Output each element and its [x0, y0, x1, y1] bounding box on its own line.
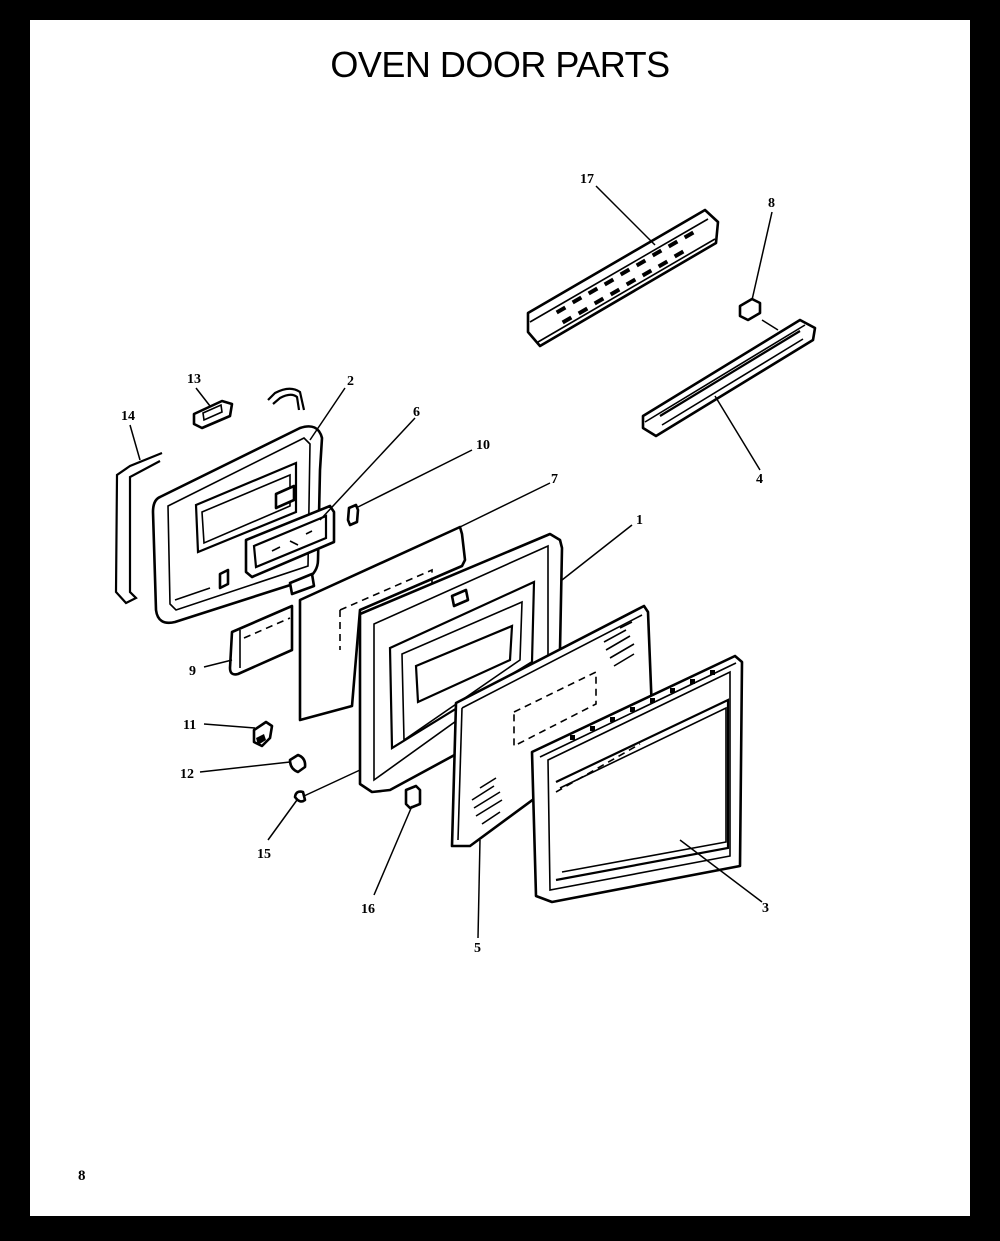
callout-8: 8: [768, 196, 775, 211]
callout-11: 11: [183, 718, 196, 733]
callout-12: 12: [180, 767, 194, 782]
callout-5: 5: [474, 941, 481, 956]
part-4-vent-channel: [641, 318, 817, 438]
page-title: OVEN DOOR PARTS: [330, 44, 670, 85]
callout-15: 15: [257, 847, 271, 862]
hook-part: [267, 387, 306, 411]
part-16-clip: [404, 784, 422, 810]
leader-lines: [129, 185, 779, 939]
callout-17: 17: [580, 172, 594, 187]
callout-2: 2: [347, 374, 354, 389]
part-12-screw: [288, 753, 307, 774]
callout-6: 6: [413, 405, 420, 420]
callout-16: 16: [361, 902, 375, 917]
part-17-vent-channel: [526, 208, 720, 348]
callout-14: 14: [121, 409, 135, 424]
page-number: 8: [78, 1168, 86, 1184]
part-13-bracket: [192, 399, 234, 430]
part-11-hinge-clip: [252, 720, 274, 748]
callout-labels: 17 8 4 13 2 14 6 10 7 1 9 11 12 15 16 5 …: [121, 172, 775, 956]
part-8-clip: [738, 297, 762, 322]
callout-4: 4: [756, 472, 763, 487]
part-10-clip: [346, 503, 360, 527]
part-9-bracket: [228, 572, 316, 676]
callout-13: 13: [187, 372, 201, 387]
part-2-control-panel: [151, 425, 324, 625]
callout-1: 1: [636, 513, 643, 528]
callout-10: 10: [476, 438, 490, 453]
part-15-screw: [293, 769, 361, 803]
part-14-gasket: [114, 451, 163, 605]
callout-9: 9: [189, 664, 196, 679]
part-3-outer-frame: [530, 654, 744, 904]
callout-7: 7: [551, 472, 558, 487]
callout-3: 3: [762, 901, 769, 916]
part-6-control-insert: [244, 504, 336, 579]
